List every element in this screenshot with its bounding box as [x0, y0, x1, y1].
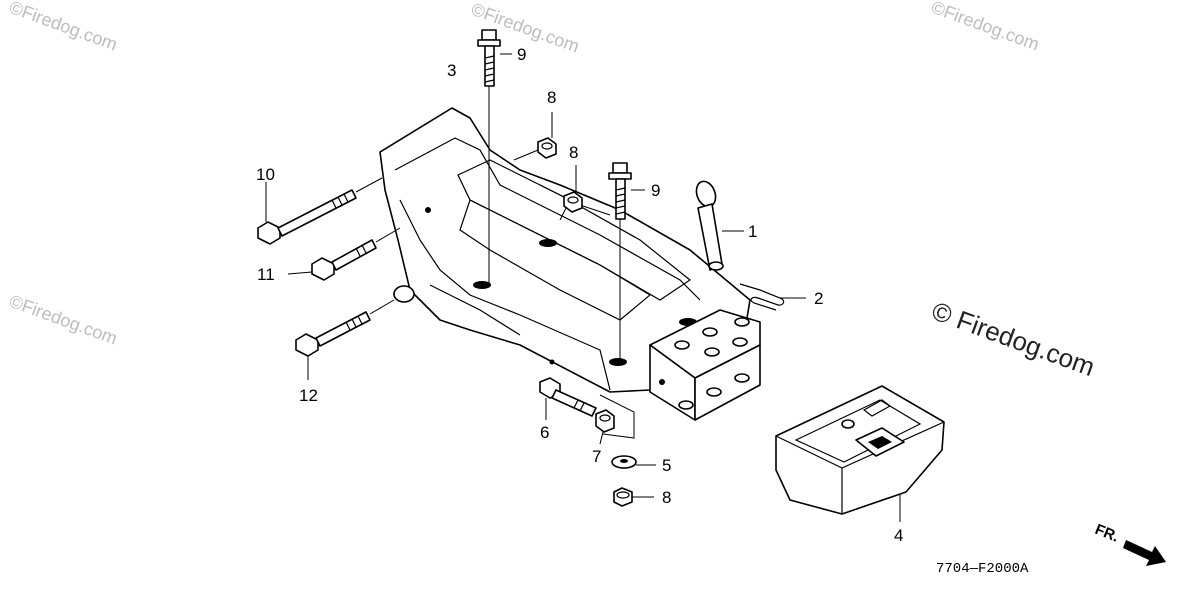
part-5-washer	[611, 455, 656, 469]
bracket-hole	[549, 359, 555, 365]
part-1-hitch-pin	[695, 180, 744, 271]
part-9-flange-bolt-middle	[608, 162, 645, 362]
callout-labels: 1 2 3 4 5 6 7 8 8 8 9 9 10 11 12	[256, 45, 903, 545]
part-4-weight	[775, 385, 945, 522]
callout-6: 6	[540, 423, 549, 442]
part-7-nut	[595, 409, 615, 445]
bracket-slot	[539, 239, 557, 247]
arrow-right-icon	[1123, 540, 1166, 566]
bracket-hole	[393, 285, 415, 303]
callout-8-middle: 8	[569, 143, 578, 162]
callout-9-middle: 9	[651, 181, 660, 200]
callout-5: 5	[662, 456, 671, 475]
part-10-long-bolt	[257, 177, 383, 245]
part-8-flange-nut-middle	[563, 165, 583, 213]
callout-7: 7	[592, 447, 601, 466]
callout-2: 2	[814, 289, 823, 308]
part-8-flange-nut-upper	[513, 112, 557, 161]
part-12-bolt	[295, 299, 395, 380]
bracket-slot	[473, 281, 491, 289]
watermark-top-left: ©Firedog.com	[7, 0, 120, 55]
watermark-top-right: ©Firedog.com	[929, 0, 1042, 55]
diagram-code: 7704—F2000A	[936, 561, 1029, 577]
front-direction-indicator: FR.	[1093, 521, 1166, 566]
callout-8-upper: 8	[547, 88, 556, 107]
front-direction-label: FR.	[1093, 521, 1122, 546]
callout-8-lower: 8	[662, 488, 671, 507]
callout-10: 10	[256, 165, 275, 184]
callout-4: 4	[894, 526, 903, 545]
callout-11: 11	[257, 265, 275, 284]
part-2-hitch-pin-clip	[739, 283, 806, 311]
part-9-flange-bolt-top	[477, 29, 512, 285]
callout-3: 3	[447, 61, 456, 80]
part-8-flange-nut-lower	[613, 487, 654, 507]
callout-1: 1	[748, 222, 757, 241]
part-11-bolt	[287, 227, 401, 281]
watermark-mid-left: ©Firedog.com	[7, 291, 120, 349]
watermark-large: © Firedog.com	[928, 295, 1099, 382]
callout-12: 12	[299, 386, 318, 405]
bracket-slot	[609, 358, 627, 366]
callout-9-top: 9	[517, 45, 526, 64]
bracket-hole	[425, 207, 431, 213]
part-6-bolt	[539, 377, 597, 420]
